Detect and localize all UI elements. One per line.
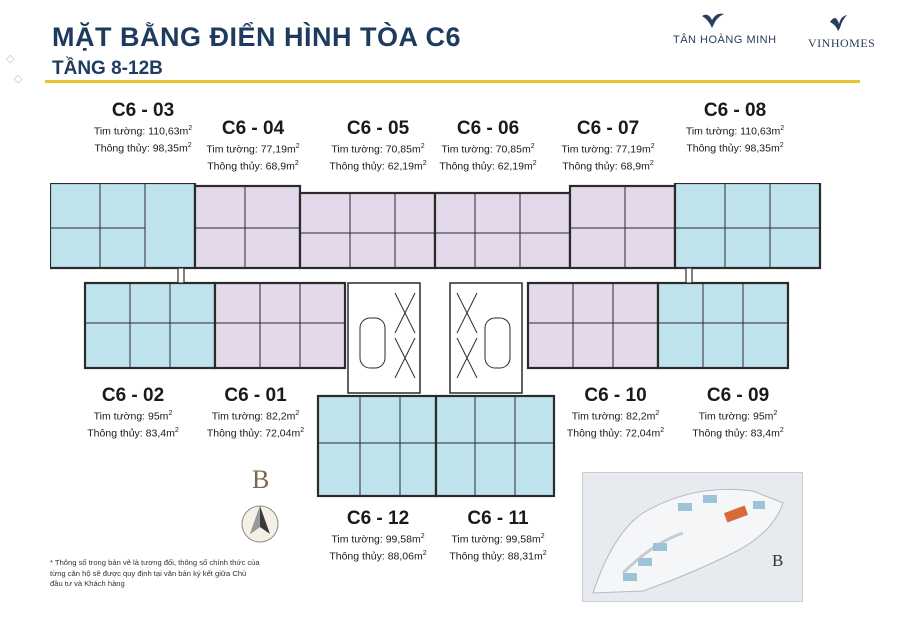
core-west	[347, 282, 421, 394]
tan-hoang-minh-logo: TÂN HOÀNG MINH	[673, 10, 777, 46]
unit-c6-08-outline	[673, 183, 822, 270]
unit-label-c6-10: C6 - 10 Tim tường: 82,2m2 Thông thủy: 72…	[566, 385, 665, 439]
tan-hoang-minh-bird-logo	[673, 10, 753, 34]
header-divider	[45, 80, 860, 83]
unit-c6-03-outline	[50, 183, 197, 270]
unit-label-c6-08: C6 - 08 Tim tường: 110,63m2 Thông thủy: …	[685, 100, 785, 154]
vinhomes-bird-logo	[808, 12, 868, 36]
unit-c6-10-outline	[526, 281, 660, 370]
unit-label-c6-06: C6 - 06 Tim tường: 70,85m2 Thông thủy: 6…	[439, 118, 537, 172]
unit-c6-11-outline	[434, 394, 556, 498]
decor-diamond-icon: ◇	[6, 53, 15, 65]
compass-north-letter: B	[252, 465, 270, 494]
unit-c6-02-outline	[83, 281, 217, 370]
unit-label-c6-12: C6 - 12 Tim tường: 99,58m2 Thông thủy: 8…	[329, 508, 427, 562]
compass-arrow-icon	[241, 505, 279, 543]
page-title: MẶT BẰNG ĐIỂN HÌNH TÒA C6	[52, 22, 461, 52]
unit-label-c6-03: C6 - 03 Tim tường: 110,63m2 Thông thủy: …	[93, 100, 193, 154]
vinhomes-logo-text: VINHOMES	[808, 36, 876, 50]
site-location-map	[582, 472, 803, 602]
unit-label-c6-05: C6 - 05 Tim tường: 70,85m2 Thông thủy: 6…	[329, 118, 427, 172]
unit-c6-05-outline	[298, 191, 437, 270]
unit-label-c6-01: C6 - 01 Tim tường: 82,2m2 Thông thủy: 72…	[206, 385, 305, 439]
unit-c6-01-outline	[213, 281, 347, 370]
unit-c6-07-outline	[568, 184, 677, 270]
unit-label-c6-04: C6 - 04 Tim tường: 77,19m2 Thông thủy: 6…	[206, 118, 300, 172]
disclaimer-footnote: * Thông số trong bản vẽ là tương đối, th…	[50, 558, 260, 588]
unit-label-c6-07: C6 - 07 Tim tường: 77,19m2 Thông thủy: 6…	[561, 118, 655, 172]
unit-label-c6-02: C6 - 02 Tim tường: 95m2 Thông thủy: 83,4…	[87, 385, 179, 439]
floor-plan	[50, 183, 822, 498]
unit-label-c6-11: C6 - 11 Tim tường: 99,58m2 Thông thủy: 8…	[449, 508, 547, 562]
tan-hoang-minh-logo-text: TÂN HOÀNG MINH	[673, 34, 777, 46]
site-map-compass-letter: B	[772, 551, 784, 570]
decor-diamond-icon: ◇	[14, 73, 23, 85]
unit-label-c6-09: C6 - 09 Tim tường: 95m2 Thông thủy: 83,4…	[692, 385, 784, 439]
unit-c6-06-outline	[433, 191, 572, 270]
unit-c6-12-outline	[316, 394, 438, 498]
vinhomes-logo: VINHOMES	[808, 12, 876, 51]
floor-range-subtitle: TẦNG 8-12B	[52, 58, 163, 79]
unit-c6-04-outline	[193, 184, 302, 270]
unit-c6-09-outline	[656, 281, 790, 370]
